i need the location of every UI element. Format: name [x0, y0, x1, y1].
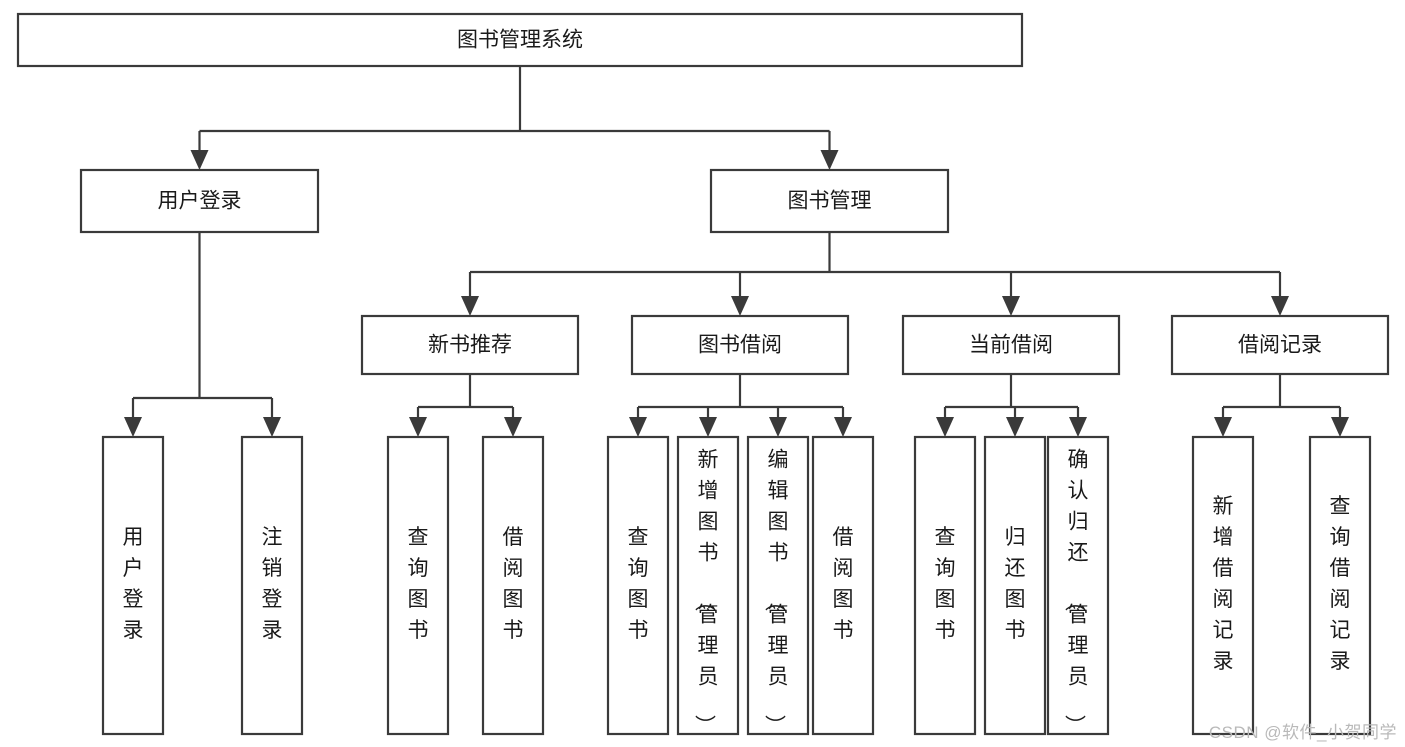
node-box-leaf-user-login[interactable]: [101, 435, 165, 736]
node-box-leaf-borrow-book-1[interactable]: [481, 435, 545, 736]
arrow-head-icon: [629, 417, 647, 437]
node-box-leaf-borrow-book-2[interactable]: [811, 435, 875, 736]
node-box-leaf-query-book-2[interactable]: [606, 435, 670, 736]
arrow-head-icon: [124, 417, 142, 437]
node-box-leaf-logout-login[interactable]: [240, 435, 304, 736]
arrow-head-icon: [461, 296, 479, 316]
node-box-leaf-add-borrow-record[interactable]: [1191, 435, 1255, 736]
node-label-leaf-borrow-book-1: 借阅图书: [503, 526, 524, 642]
arrow-head-icon: [190, 150, 209, 170]
node-book-manage[interactable]: 图书管理: [709, 168, 950, 234]
node-label-leaf-return-book: 归还图书: [1005, 526, 1026, 642]
node-leaf-borrow-book-2[interactable]: 借阅图书: [811, 435, 875, 736]
arrow-head-icon: [1271, 296, 1289, 316]
arrow-head-icon: [834, 417, 852, 437]
arrow-head-icon: [820, 150, 839, 170]
node-label-leaf-query-book-3: 查询图书: [935, 526, 956, 642]
node-leaf-query-book-1[interactable]: 查询图书: [386, 435, 450, 736]
node-box-leaf-query-book-3[interactable]: [913, 435, 977, 736]
node-box-book-borrow[interactable]: [630, 314, 850, 376]
node-label-book-borrow: 图书借阅: [698, 334, 782, 357]
arrow-head-icon: [1002, 296, 1020, 316]
node-leaf-edit-book-admin[interactable]: 编辑图书（管理员）: [746, 435, 810, 736]
node-label-new-book-recommend: 新书推荐: [428, 334, 512, 357]
node-book-borrow[interactable]: 图书借阅: [630, 314, 850, 376]
node-label-leaf-query-book-1: 查询图书: [408, 526, 429, 642]
node-leaf-borrow-book-1[interactable]: 借阅图书: [481, 435, 545, 736]
node-box-leaf-confirm-return-admin[interactable]: [1046, 435, 1110, 736]
node-box-user-login[interactable]: [79, 168, 320, 234]
arrow-head-icon: [1006, 417, 1024, 437]
node-root[interactable]: 图书管理系统: [16, 12, 1024, 68]
diagram-nodes: 图书管理系统用户登录图书管理新书推荐图书借阅当前借阅借阅记录用户登录注销登录查询…: [16, 12, 1390, 736]
csdn-watermark: CSDN @软件_小贺同学: [1208, 723, 1397, 742]
node-box-new-book-recommend[interactable]: [360, 314, 580, 376]
arrow-head-icon: [409, 417, 427, 437]
arrow-head-icon: [699, 417, 717, 437]
node-label-book-manage: 图书管理: [788, 190, 872, 213]
arrow-head-icon: [263, 417, 281, 437]
node-label-leaf-add-book-admin: 新增图书（管理员）: [693, 449, 719, 736]
node-box-current-borrow[interactable]: [901, 314, 1121, 376]
node-label-leaf-edit-book-admin: 编辑图书（管理员）: [763, 449, 789, 736]
node-borrow-record[interactable]: 借阅记录: [1170, 314, 1390, 376]
node-leaf-add-book-admin[interactable]: 新增图书（管理员）: [676, 435, 740, 736]
node-leaf-logout-login[interactable]: 注销登录: [240, 435, 304, 736]
node-leaf-query-book-3[interactable]: 查询图书: [913, 435, 977, 736]
node-current-borrow[interactable]: 当前借阅: [901, 314, 1121, 376]
node-new-book-recommend[interactable]: 新书推荐: [360, 314, 580, 376]
node-box-leaf-query-book-1[interactable]: [386, 435, 450, 736]
arrow-head-icon: [769, 417, 787, 437]
node-label-user-login: 用户登录: [158, 190, 242, 213]
connector-lines: [124, 66, 1349, 437]
node-box-book-manage[interactable]: [709, 168, 950, 234]
arrow-head-icon: [1331, 417, 1349, 437]
node-label-root: 图书管理系统: [457, 29, 583, 52]
arrow-head-icon: [504, 417, 522, 437]
arrow-head-icon: [1214, 417, 1232, 437]
node-user-login[interactable]: 用户登录: [79, 168, 320, 234]
node-label-current-borrow: 当前借阅: [969, 334, 1053, 357]
node-leaf-user-login[interactable]: 用户登录: [101, 435, 165, 736]
node-label-leaf-user-login: 用户登录: [123, 526, 144, 642]
node-label-borrow-record: 借阅记录: [1238, 334, 1322, 357]
node-box-root[interactable]: [16, 12, 1024, 68]
node-box-leaf-add-book-admin[interactable]: [676, 435, 740, 736]
node-box-borrow-record[interactable]: [1170, 314, 1390, 376]
node-leaf-query-book-2[interactable]: 查询图书: [606, 435, 670, 736]
node-label-leaf-logout-login: 注销登录: [262, 526, 283, 642]
arrow-head-icon: [1069, 417, 1087, 437]
node-box-leaf-edit-book-admin[interactable]: [746, 435, 810, 736]
node-leaf-return-book[interactable]: 归还图书: [983, 435, 1047, 736]
node-label-leaf-query-borrow-record: 查询借阅记录: [1330, 495, 1351, 673]
arrow-head-icon: [731, 296, 749, 316]
node-leaf-add-borrow-record[interactable]: 新增借阅记录: [1191, 435, 1255, 736]
node-box-leaf-query-borrow-record[interactable]: [1308, 435, 1372, 736]
node-leaf-confirm-return-admin[interactable]: 确认归还（管理员）: [1046, 435, 1110, 736]
node-leaf-query-borrow-record[interactable]: 查询借阅记录: [1308, 435, 1372, 736]
node-label-leaf-confirm-return-admin: 确认归还（管理员）: [1063, 449, 1089, 736]
node-label-leaf-query-book-2: 查询图书: [628, 526, 649, 642]
node-label-leaf-add-borrow-record: 新增借阅记录: [1213, 495, 1234, 673]
arrow-head-icon: [936, 417, 954, 437]
node-label-leaf-borrow-book-2: 借阅图书: [833, 526, 854, 642]
node-box-leaf-return-book[interactable]: [983, 435, 1047, 736]
